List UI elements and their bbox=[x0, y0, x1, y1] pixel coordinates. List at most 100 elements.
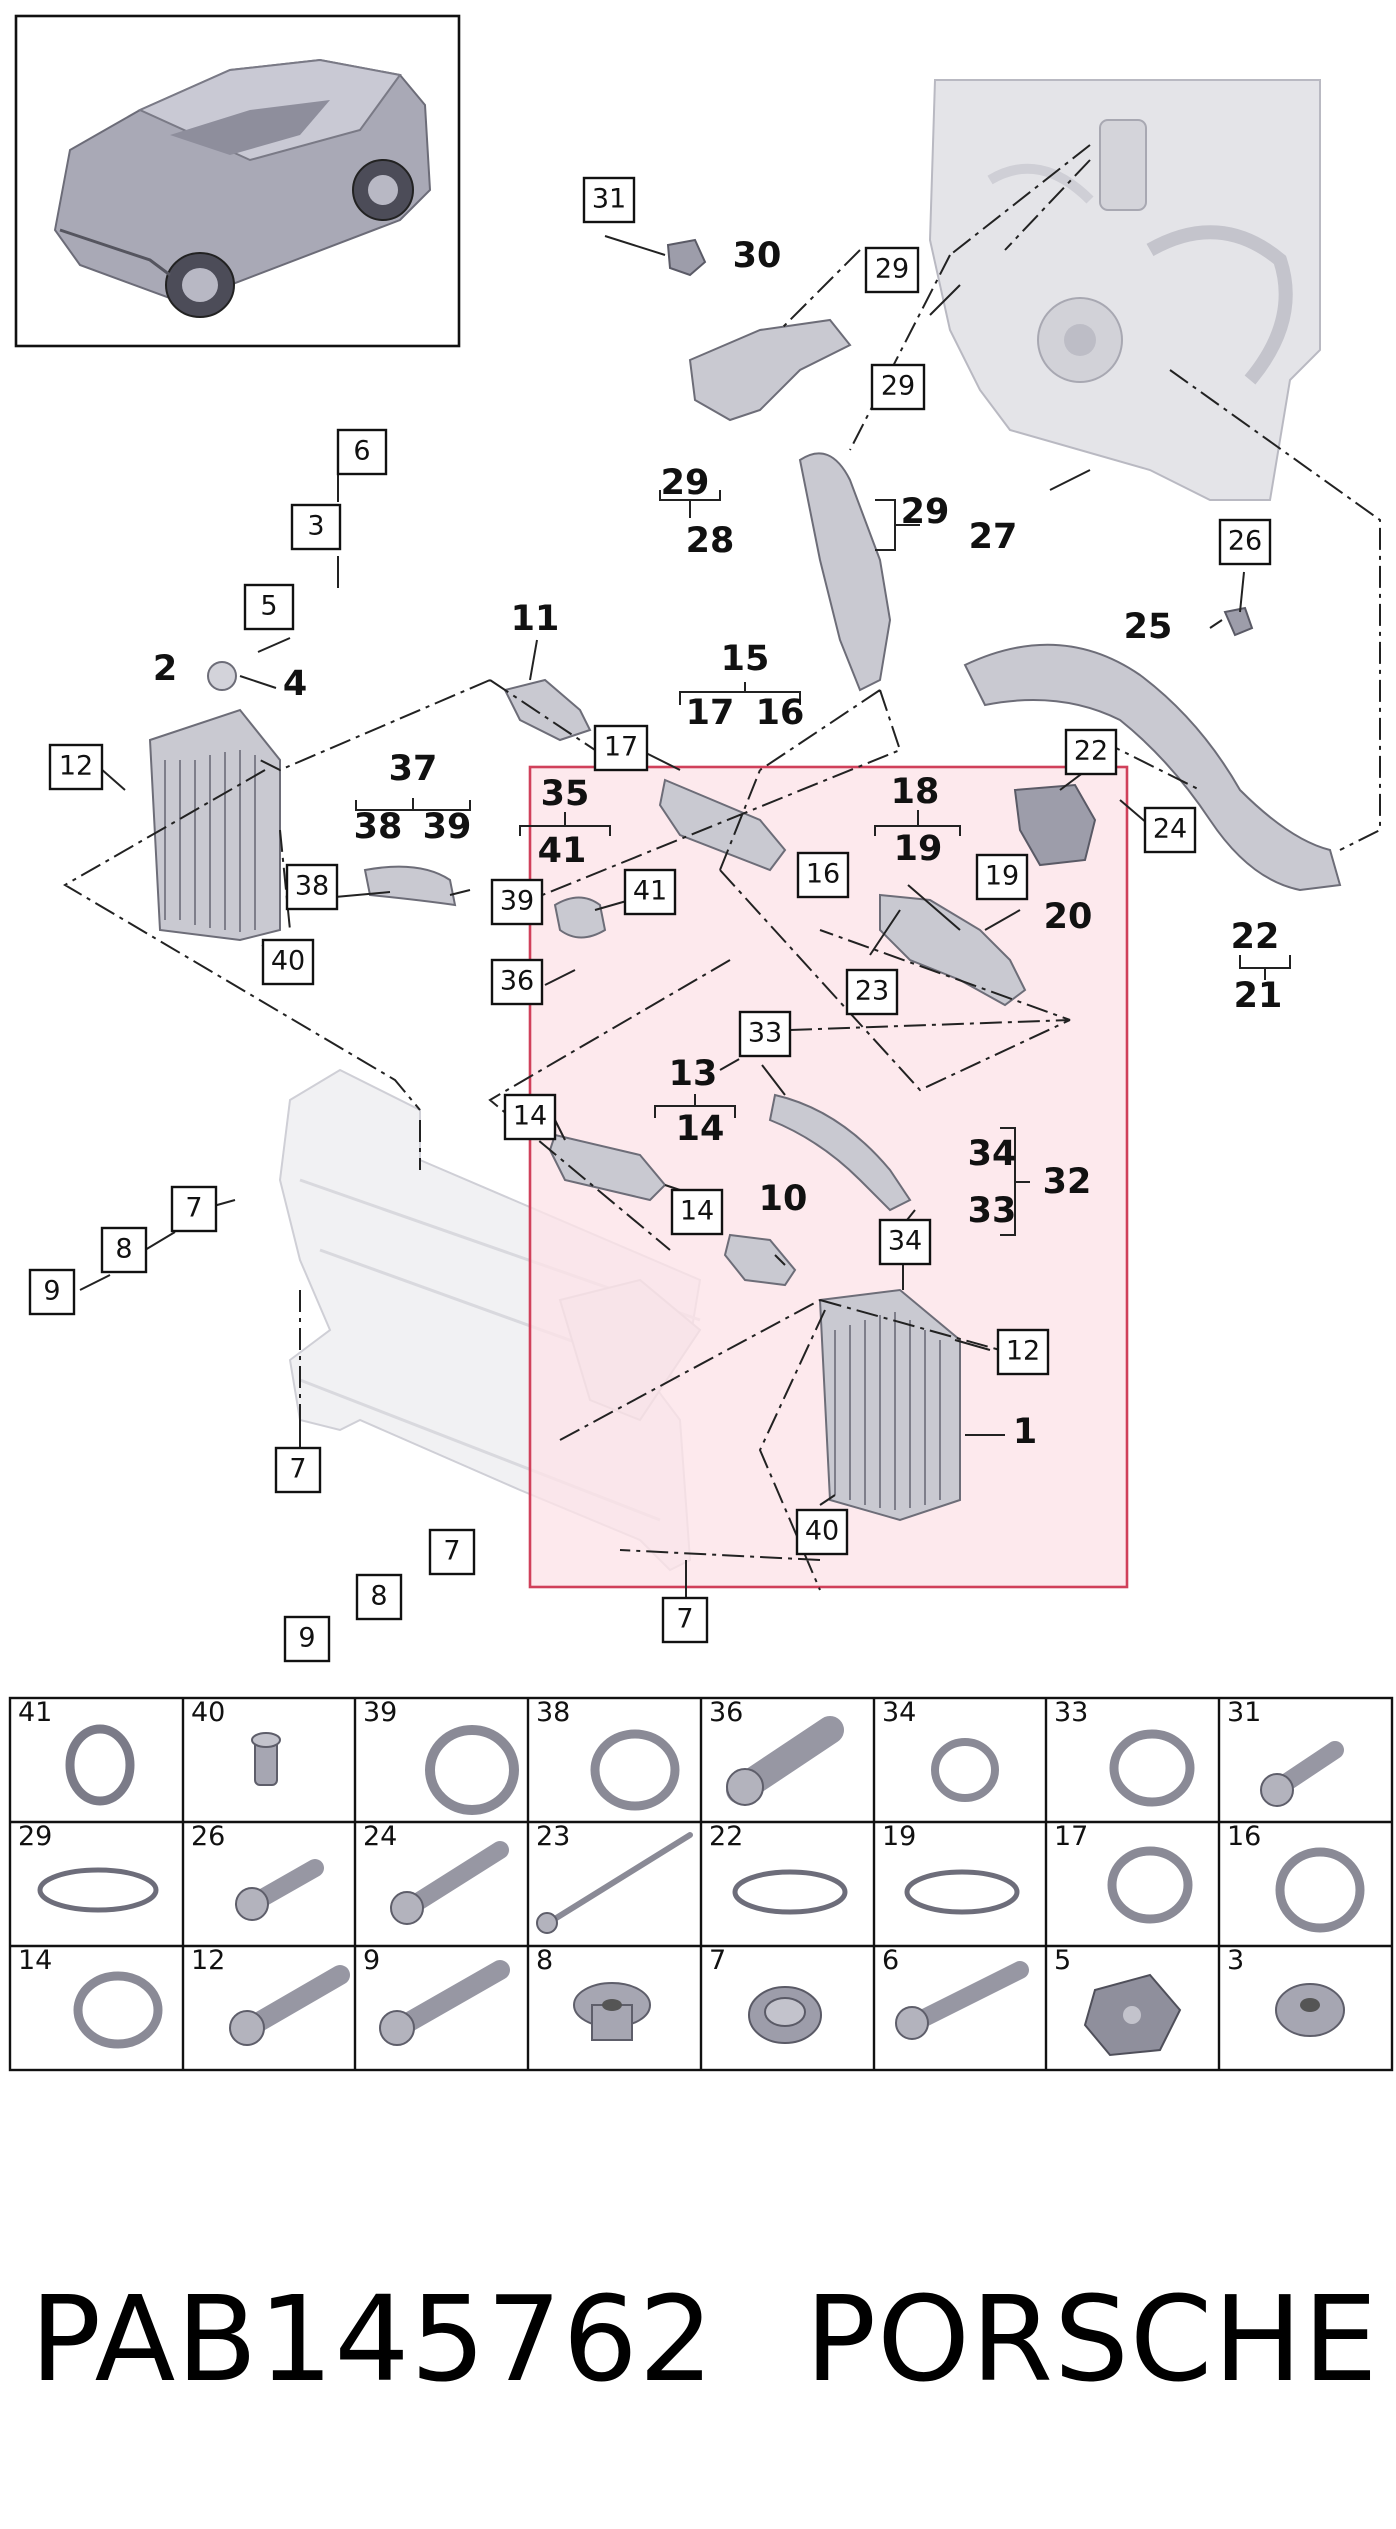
svg-text:29: 29 bbox=[875, 254, 909, 285]
table-cell-label: 29 bbox=[18, 1821, 52, 1852]
label-2: 2 bbox=[153, 649, 177, 689]
label-29-d: 29 bbox=[901, 492, 950, 532]
svg-text:14: 14 bbox=[680, 1196, 714, 1227]
svg-text:40: 40 bbox=[805, 1516, 839, 1547]
callout-9-a: 9 bbox=[28, 1268, 76, 1316]
callout-7-a: 7 bbox=[170, 1185, 218, 1233]
table-cell-label: 31 bbox=[1227, 1697, 1261, 1728]
callout-8-a: 8 bbox=[100, 1226, 148, 1274]
callout-34-b: 34 bbox=[878, 1218, 932, 1266]
callout-40-b: 40 bbox=[795, 1508, 849, 1556]
table-cell-label: 39 bbox=[363, 1697, 397, 1728]
callout-6: 6 bbox=[336, 428, 388, 476]
table-cell-label: 23 bbox=[536, 1821, 570, 1852]
label-21: 21 bbox=[1234, 976, 1283, 1016]
callout-14-a: 14 bbox=[503, 1093, 557, 1141]
table-cell-label: 5 bbox=[1054, 1945, 1071, 1976]
label-19: 19 bbox=[894, 829, 943, 869]
callout-22-a: 22 bbox=[1064, 728, 1118, 776]
callout-33-box: 33 bbox=[738, 1010, 792, 1058]
bolt-icon bbox=[235, 1859, 324, 1921]
svg-text:24: 24 bbox=[1153, 814, 1187, 845]
group-labels: 30 29 28 29 27 25 11 2 4 15 17 16 37 38 … bbox=[153, 236, 1283, 1452]
svg-text:8: 8 bbox=[115, 1234, 132, 1265]
svg-text:22: 22 bbox=[1074, 736, 1108, 767]
svg-text:36: 36 bbox=[500, 966, 534, 997]
hose-clamp-icon bbox=[1109, 1729, 1195, 1807]
callout-31: 31 bbox=[582, 176, 636, 224]
hose-clamp-icon bbox=[73, 1971, 163, 2049]
svg-text:16: 16 bbox=[806, 859, 840, 890]
spacer-sleeve-icon bbox=[573, 1982, 651, 2041]
callout-5: 5 bbox=[243, 583, 295, 631]
table-cell-label: 41 bbox=[18, 1697, 52, 1728]
label-28: 28 bbox=[686, 521, 735, 561]
label-16: 16 bbox=[756, 693, 805, 733]
stud-icon bbox=[251, 1732, 281, 1786]
hose-clamp-icon bbox=[425, 1725, 519, 1815]
label-10: 10 bbox=[759, 1179, 808, 1219]
callout-14-c: 14 bbox=[670, 1188, 724, 1236]
table-cell-label: 9 bbox=[363, 1945, 380, 1976]
table-cell-label: 6 bbox=[882, 1945, 899, 1976]
label-14: 14 bbox=[676, 1109, 725, 1149]
label-41: 41 bbox=[538, 831, 587, 871]
callout-12-b: 12 bbox=[996, 1328, 1050, 1376]
svg-text:38: 38 bbox=[295, 871, 329, 902]
callout-9-b: 9 bbox=[283, 1615, 331, 1663]
label-18: 18 bbox=[891, 772, 940, 812]
callout-7-b: 7 bbox=[274, 1446, 322, 1494]
table-cell-label: 19 bbox=[882, 1821, 916, 1852]
callout-7-c: 7 bbox=[428, 1528, 476, 1576]
callout-24: 24 bbox=[1143, 806, 1197, 854]
callout-16-b: 16 bbox=[796, 851, 850, 899]
svg-text:31: 31 bbox=[592, 184, 626, 215]
label-37: 37 bbox=[389, 749, 438, 789]
bolt-icon bbox=[379, 1960, 510, 2046]
label-30: 30 bbox=[733, 236, 782, 276]
hose-clamp-icon bbox=[1107, 1846, 1193, 1924]
table-cell-label: 22 bbox=[709, 1821, 743, 1852]
label-17: 17 bbox=[686, 693, 735, 733]
spacer-sleeve-icon bbox=[1275, 1983, 1345, 2037]
svg-text:6: 6 bbox=[353, 436, 370, 467]
seal-ring-icon bbox=[904, 1869, 1020, 1915]
table-cell-label: 40 bbox=[191, 1697, 225, 1728]
svg-text:7: 7 bbox=[185, 1193, 202, 1224]
svg-text:3: 3 bbox=[307, 511, 324, 542]
part-number: PAB145762 bbox=[30, 2270, 715, 2408]
seal-ring-icon bbox=[65, 1724, 135, 1806]
long-bolt-icon bbox=[536, 1832, 693, 1934]
table-cell-label: 33 bbox=[1054, 1697, 1088, 1728]
svg-text:5: 5 bbox=[260, 591, 277, 622]
parts-table-row-1: 41 40 39 38 36 34 33 31 bbox=[18, 1697, 1344, 1815]
label-32: 32 bbox=[1043, 1162, 1092, 1202]
callout-36: 36 bbox=[490, 958, 544, 1006]
callout-40-a: 40 bbox=[261, 938, 315, 986]
bolt-icon bbox=[726, 1716, 844, 1806]
seal-ring-icon bbox=[37, 1867, 159, 1913]
label-33: 33 bbox=[968, 1191, 1017, 1231]
svg-text:7: 7 bbox=[443, 1536, 460, 1567]
table-cell-label: 26 bbox=[191, 1821, 225, 1852]
callout-7-d: 7 bbox=[661, 1596, 709, 1644]
table-cell-label: 36 bbox=[709, 1697, 743, 1728]
label-27: 27 bbox=[969, 517, 1018, 557]
callout-38-b: 38 bbox=[285, 863, 339, 911]
label-22: 22 bbox=[1231, 917, 1280, 957]
label-11: 11 bbox=[511, 599, 560, 639]
parts-illustrations bbox=[148, 238, 1342, 1522]
callout-29-a: 29 bbox=[864, 246, 920, 294]
callout-39-b: 39 bbox=[490, 878, 544, 926]
parts-table-row-2: 29 26 24 23 22 19 17 16 bbox=[18, 1821, 1365, 1934]
svg-text:12: 12 bbox=[1006, 1336, 1040, 1367]
callout-26: 26 bbox=[1218, 518, 1272, 566]
engine-block-illustration bbox=[928, 79, 1321, 501]
label-25: 25 bbox=[1124, 607, 1173, 647]
mount-bushing-icon bbox=[1083, 1973, 1182, 2057]
table-cell-label: 17 bbox=[1054, 1821, 1088, 1852]
svg-text:23: 23 bbox=[855, 976, 889, 1007]
label-38: 38 bbox=[354, 807, 403, 847]
svg-text:41: 41 bbox=[633, 876, 667, 907]
